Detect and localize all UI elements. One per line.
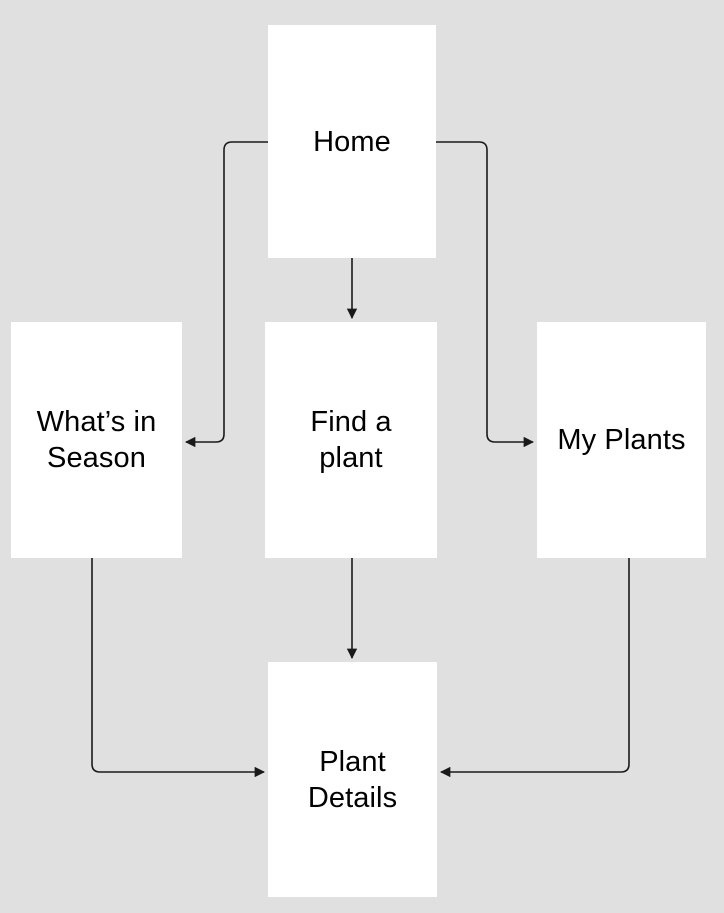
node-home-label: Home bbox=[313, 125, 391, 158]
edge-myplants-to-details bbox=[439, 558, 630, 778]
node-whats-in-season[interactable]: What’s in Season bbox=[11, 322, 182, 558]
edge-home-to-myplants bbox=[436, 141, 535, 448]
node-plant-details[interactable]: Plant Details bbox=[268, 662, 437, 897]
node-home[interactable]: Home bbox=[268, 25, 436, 258]
node-my-plants-label: My Plants bbox=[557, 424, 686, 456]
node-plant-details-label: Plant Details bbox=[307, 745, 398, 814]
node-find-a-plant[interactable]: Find a plant bbox=[265, 322, 437, 558]
node-whats-in-season-label: What’s in Season bbox=[36, 406, 157, 474]
node-find-a-plant-label: Find a plant bbox=[310, 406, 392, 474]
edge-season-to-details bbox=[91, 558, 266, 778]
node-my-plants[interactable]: My Plants bbox=[537, 322, 706, 558]
edge-home-to-season bbox=[184, 141, 268, 448]
